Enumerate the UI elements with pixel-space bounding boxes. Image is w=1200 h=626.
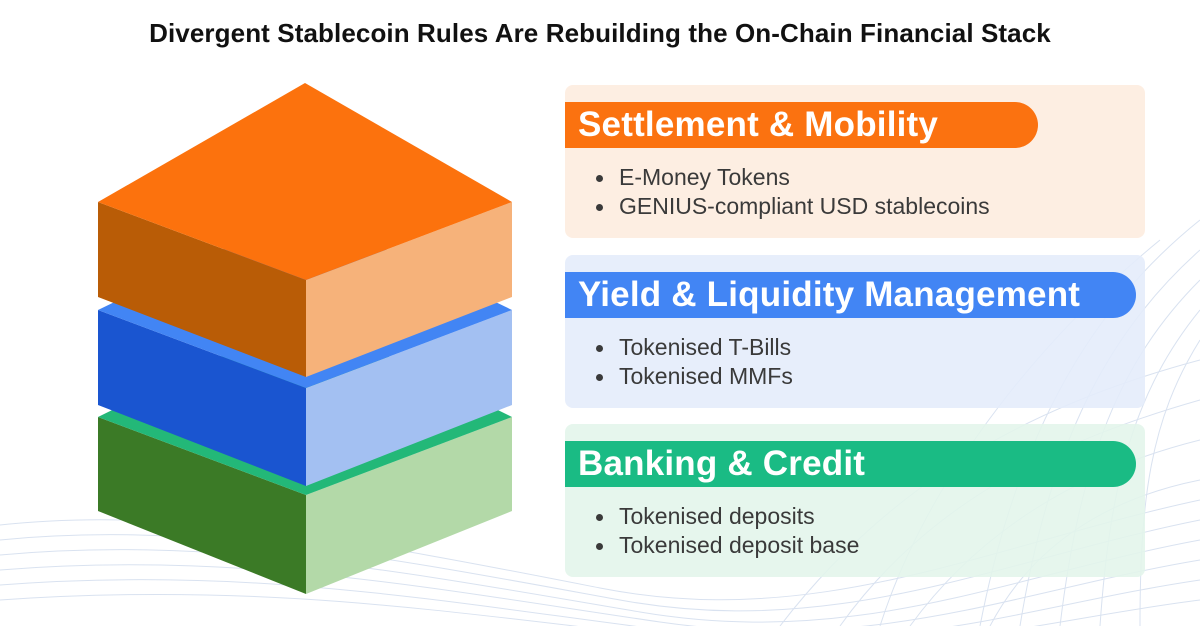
layer-stack-illustration (80, 75, 540, 615)
banking-credit-heading: Banking & Credit (565, 441, 1136, 487)
page-title: Divergent Stablecoin Rules Are Rebuildin… (0, 18, 1200, 49)
yield-liquidity-panel: Yield & Liquidity Management Tokenised T… (565, 255, 1145, 408)
list-item: Tokenised MMFs (595, 362, 793, 391)
settlement-mobility-heading: Settlement & Mobility (565, 102, 1038, 148)
settlement-mobility-panel: Settlement & Mobility E-Money Tokens GEN… (565, 85, 1145, 238)
banking-credit-list: Tokenised deposits Tokenised deposit bas… (595, 502, 859, 560)
list-item: Tokenised deposit base (595, 531, 859, 560)
yield-liquidity-list: Tokenised T-Bills Tokenised MMFs (595, 333, 793, 391)
settlement-mobility-list: E-Money Tokens GENIUS-compliant USD stab… (595, 163, 990, 221)
yield-liquidity-heading: Yield & Liquidity Management (565, 272, 1136, 318)
list-item: GENIUS-compliant USD stablecoins (595, 192, 990, 221)
list-item: Tokenised T-Bills (595, 333, 793, 362)
list-item: E-Money Tokens (595, 163, 990, 192)
list-item: Tokenised deposits (595, 502, 859, 531)
banking-credit-panel: Banking & Credit Tokenised deposits Toke… (565, 424, 1145, 577)
